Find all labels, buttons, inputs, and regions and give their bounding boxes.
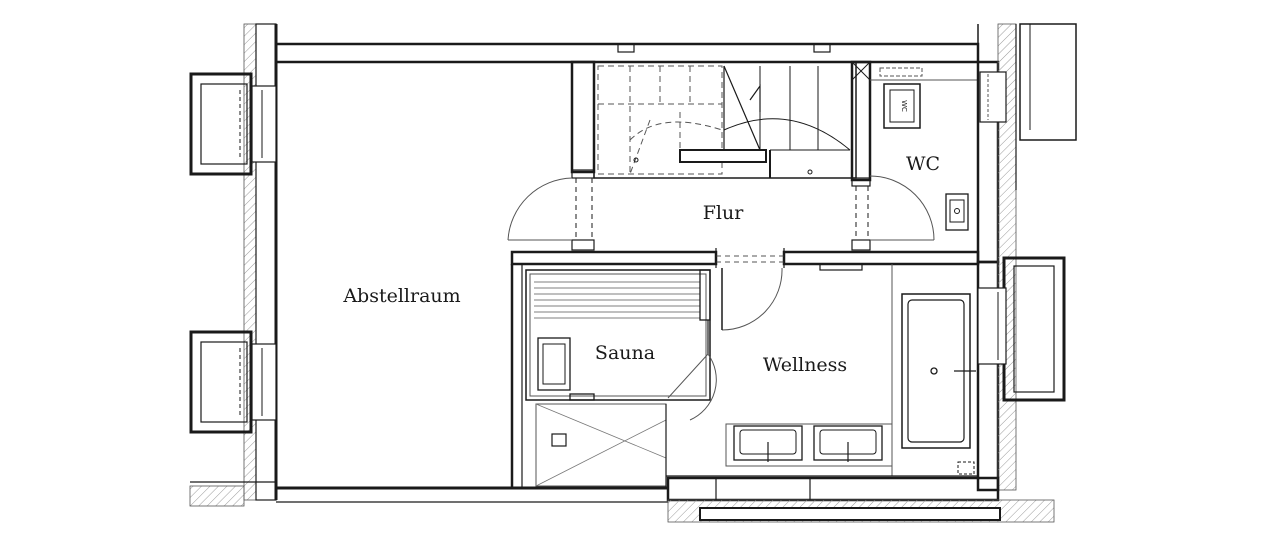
toilet: WC	[883, 83, 921, 129]
room-label-wellness: Wellness	[763, 354, 847, 376]
wc-sink	[945, 193, 969, 231]
staircase	[593, 61, 857, 179]
bathtub	[901, 293, 976, 449]
shower	[535, 403, 667, 488]
window-left-top	[189, 72, 277, 176]
double-washbasin	[725, 423, 893, 467]
toilet-mark: WC	[900, 100, 908, 112]
window-right	[977, 256, 1066, 402]
top-wall	[274, 42, 980, 64]
corridor-wall	[510, 248, 980, 331]
room-label-flur: Flur	[703, 202, 744, 224]
room-label-wc: WC	[906, 153, 940, 175]
sauna-room	[510, 264, 717, 488]
floor-drain	[957, 461, 975, 475]
room-label-abstellraum: Abstellraum	[342, 285, 460, 307]
bottom-wall	[666, 476, 1055, 523]
window-left-bottom	[189, 330, 277, 434]
flur-corridor	[507, 169, 935, 251]
room-label-sauna: Sauna	[595, 342, 655, 364]
